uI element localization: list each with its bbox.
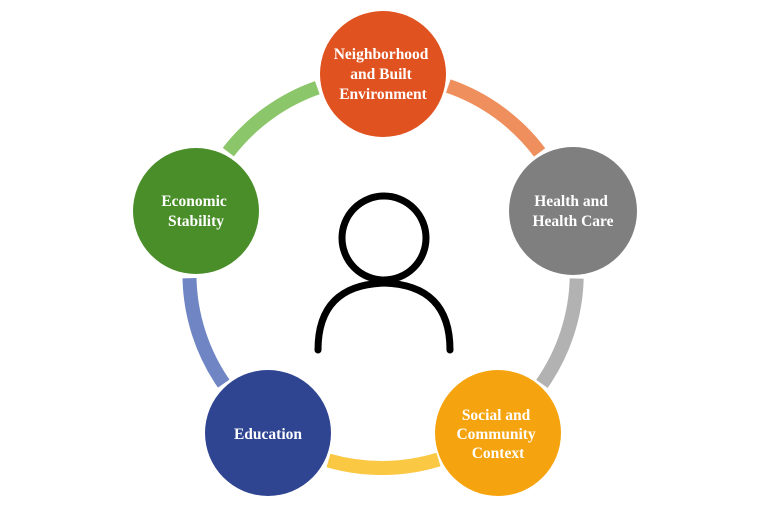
node-label-line: Stability xyxy=(168,213,224,230)
connector-health-social xyxy=(536,278,584,388)
node-label-line: Neighborhood xyxy=(334,46,429,63)
node-label: Economic Stability xyxy=(161,193,230,230)
node-label: Social and Community Context xyxy=(456,407,539,462)
connector-economic-neighborhood xyxy=(222,81,320,157)
node-label: Education xyxy=(234,426,302,443)
node-social: Social and Community Context xyxy=(435,370,561,496)
node-label: Neighborhood and Built Environment xyxy=(334,46,433,103)
node-label-line: Education xyxy=(234,426,302,443)
node-label: Health and Health Care xyxy=(532,193,613,230)
node-label-line: Health and xyxy=(534,193,608,210)
node-health: Health and Health Care xyxy=(509,147,637,275)
node-label-line: Environment xyxy=(339,86,427,103)
connector-neighborhood-health xyxy=(445,79,546,157)
node-label-line: Community xyxy=(456,426,535,443)
node-label-line: and Built xyxy=(350,66,412,83)
node-label-line: Health Care xyxy=(532,213,613,230)
node-education: Education xyxy=(205,370,331,496)
connector-education-economic xyxy=(182,277,230,388)
person-icon xyxy=(314,192,454,354)
connector-social-education xyxy=(326,452,441,476)
node-neighborhood: Neighborhood and Built Environment xyxy=(320,11,446,137)
node-label-line: Social and xyxy=(462,407,531,424)
node-label-line: Economic xyxy=(161,193,227,210)
node-label-line: Context xyxy=(472,445,525,462)
node-economic: Economic Stability xyxy=(133,148,259,274)
